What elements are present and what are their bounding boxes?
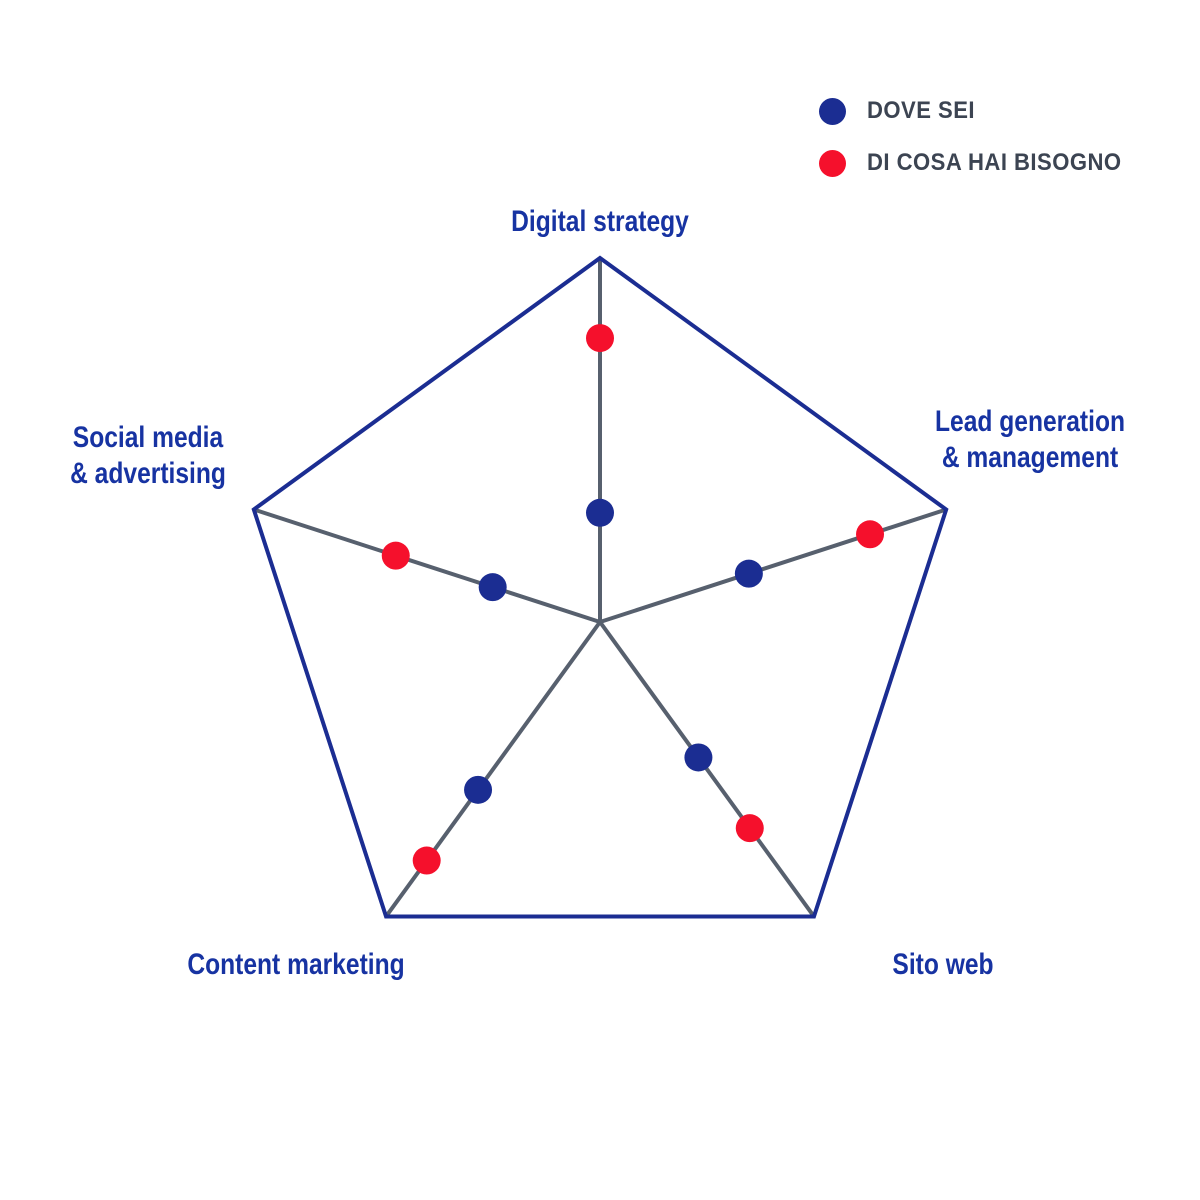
data-point-dove-sei — [478, 573, 507, 602]
legend-label: DOVE SEI — [867, 97, 975, 124]
legend-item-di-cosa-hai-bisogno: DI COSA HAI BISOGNO — [819, 149, 1144, 177]
axis-spoke — [599, 507, 947, 624]
data-point-di-cosa-hai-bisogno — [856, 520, 885, 549]
data-point-di-cosa-hai-bisogno — [586, 324, 614, 353]
data-point-di-cosa-hai-bisogno — [381, 541, 410, 570]
blue-circle-icon — [819, 97, 846, 125]
red-circle-icon — [819, 149, 846, 177]
axis-spoke — [598, 620, 816, 918]
data-point-dove-sei — [464, 775, 493, 804]
axis-spoke — [253, 507, 601, 624]
data-point-di-cosa-hai-bisogno — [412, 846, 441, 875]
axis-label-content-marketing: Content marketing — [187, 948, 405, 981]
legend-item-dove-sei: DOVE SEI — [819, 97, 1144, 125]
data-point-di-cosa-hai-bisogno — [735, 814, 764, 843]
axis-label-lead-generation-management: Lead generation & management — [934, 405, 1126, 474]
legend-label: DI COSA HAI BISOGNO — [867, 149, 1122, 176]
axis-spoke — [384, 620, 602, 918]
axis-label-social-media-advertising: Social media & advertising — [70, 421, 226, 490]
data-point-dove-sei — [586, 498, 614, 527]
data-point-dove-sei — [684, 743, 713, 772]
data-point-dove-sei — [734, 559, 763, 588]
pentagon-outline — [251, 255, 949, 919]
axis-label-digital-strategy: Digital strategy — [511, 205, 689, 238]
axis-label-sito-web: Sito web — [892, 948, 994, 981]
legend: DOVE SEI DI COSA HAI BISOGNO — [819, 97, 1144, 201]
